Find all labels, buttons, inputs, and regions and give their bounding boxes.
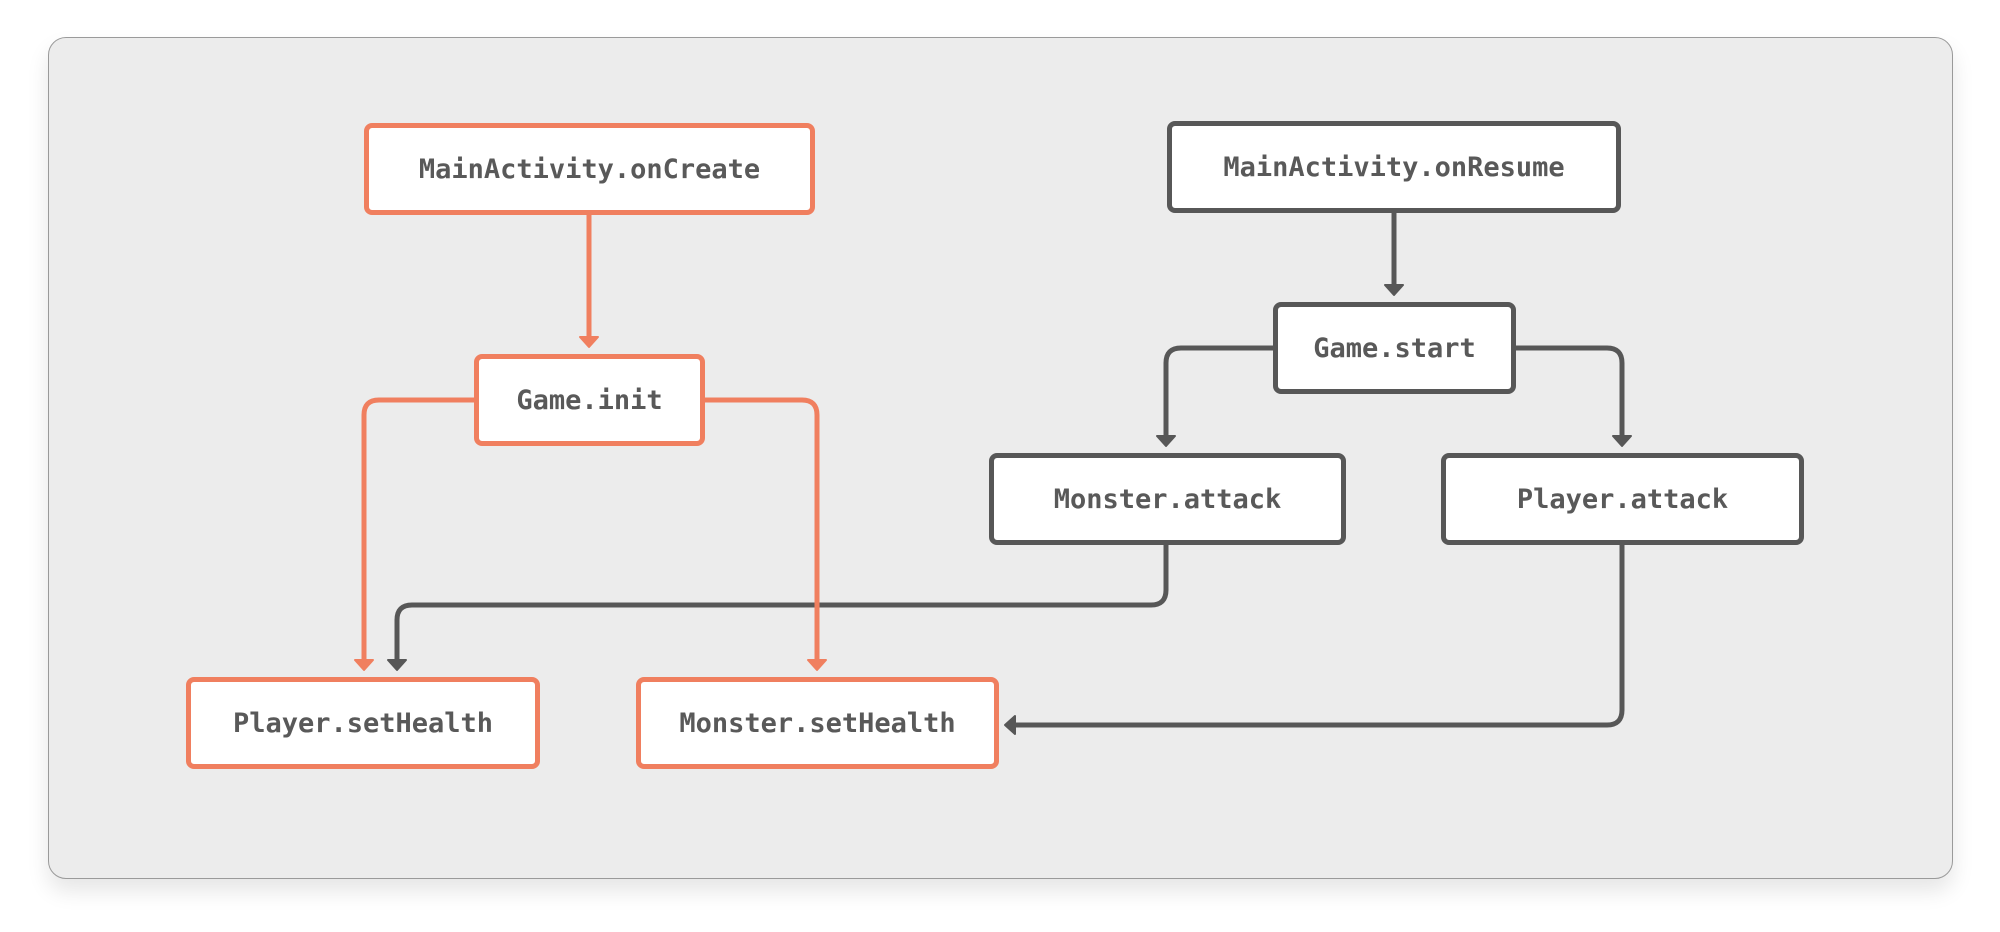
node-main-activity-onresume: MainActivity.onResume <box>1167 121 1621 213</box>
edge-monster-attack-to-player-sethealth <box>394 545 1169 666</box>
node-monster-sethealth: Monster.setHealth <box>636 677 999 769</box>
node-monster-attack: Monster.attack <box>989 453 1346 545</box>
arrowhead-game-start-to-player-attack <box>1612 435 1632 447</box>
arrowhead-game-init-to-player-sethealth <box>354 659 374 671</box>
edge-game-init-to-monster-sethealth <box>705 397 820 666</box>
arrowhead-player-attack-to-monster-sethealth <box>1004 715 1016 735</box>
edge-game-start-to-monster-attack <box>1163 345 1273 443</box>
node-game-init: Game.init <box>474 354 705 446</box>
arrowhead-game-init-to-monster-sethealth <box>807 659 827 671</box>
arrowhead-monster-attack-to-player-sethealth <box>387 659 407 671</box>
arrowhead-main-onresume-to-game-start <box>1384 284 1404 296</box>
arrowhead-main-oncreate-to-game-init <box>579 336 599 348</box>
node-player-sethealth: Player.setHealth <box>186 677 540 769</box>
edge-game-start-to-player-attack <box>1516 345 1625 443</box>
node-game-start: Game.start <box>1273 302 1516 394</box>
node-player-attack: Player.attack <box>1441 453 1804 545</box>
edge-game-init-to-player-sethealth <box>361 397 474 666</box>
edge-player-attack-to-monster-sethealth <box>1010 545 1625 728</box>
node-main-activity-oncreate: MainActivity.onCreate <box>364 123 815 215</box>
arrowhead-game-start-to-monster-attack <box>1156 435 1176 447</box>
